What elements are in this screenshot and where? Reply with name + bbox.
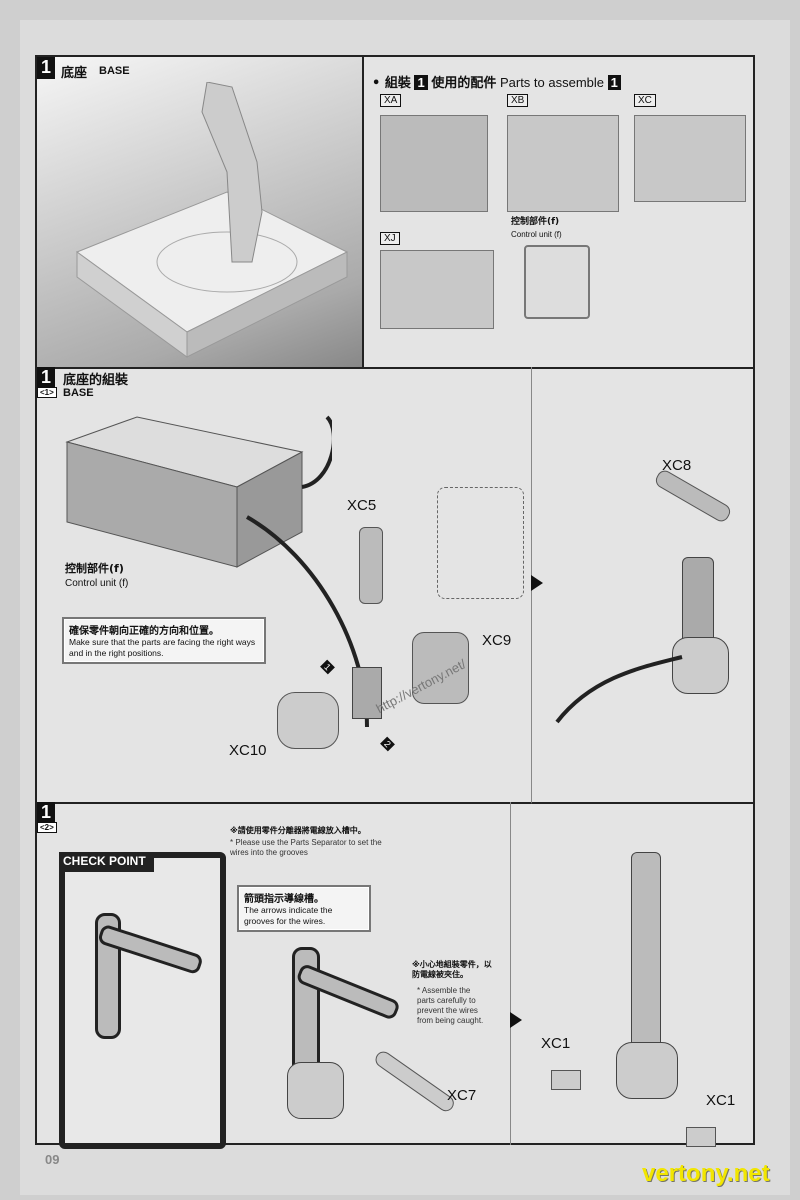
step1-panel: 1 <1> 底座的組裝 BASE 控制部件(f) Control unit (f…: [37, 367, 532, 804]
checkpoint-title: CHECK POINT: [59, 852, 154, 872]
part-xc5-image: [359, 527, 383, 604]
step-number: 1: [37, 57, 55, 79]
part-xc1-left-image: [551, 1070, 581, 1090]
part-label-xc8: XC8: [662, 457, 692, 474]
step-number: 1: [37, 367, 55, 387]
base-render-image: [75, 82, 349, 358]
control-unit-image: [524, 245, 590, 319]
grooves-callout: 箭頭指示導線槽。 The arrows indicate the grooves…: [237, 885, 371, 932]
part-xc1-right-image: [686, 1127, 716, 1147]
step-title-zh: 底座的組裝: [63, 373, 129, 388]
runner-tag-xj: XJ: [380, 232, 400, 245]
instruction-frame: 1 底座 BASE • 組裝 1 使用的配件 Parts to assemble…: [35, 55, 755, 1149]
part-xc7-image: [372, 1048, 457, 1115]
part-label-xc1-right: XC1: [706, 1092, 736, 1109]
next-arrow: [531, 575, 543, 591]
callout-text-zh: 確保零件朝向正確的方向和位置。: [69, 626, 219, 637]
section-title-zh: 底座: [61, 66, 88, 81]
part-label-xc9: XC9: [482, 632, 512, 649]
site-watermark: vertony.net: [642, 1160, 770, 1187]
arm-base-image: [287, 1062, 344, 1119]
note-caught-zh: ※小心地組裝零件，以防電線被夾住。: [412, 960, 492, 979]
step2-panel: 1 <2> ※請使用零件分離器將電線放入槽中。 * Please use the…: [37, 802, 511, 1149]
detail-inset: [437, 487, 524, 599]
callout-text-zh: 箭頭指示導線槽。: [244, 894, 324, 905]
parts-panel: • 組裝 1 使用的配件 Parts to assemble 1 XA XB X…: [364, 57, 755, 369]
note-caught-en: * Assemble the parts carefully to preven…: [417, 986, 484, 1025]
part-label-xc5: XC5: [347, 497, 377, 514]
checkpoint-box: CHECK POINT: [59, 852, 226, 1149]
parts-title: • 組裝 1 使用的配件 Parts to assemble 1: [372, 72, 621, 91]
control-unit-label-zh: 控制部件(f): [65, 562, 124, 575]
control-unit-label-en: Control unit (f): [511, 230, 562, 239]
wire-illustration: [555, 655, 683, 724]
step-arrow-2: 2: [380, 736, 395, 752]
runner-tag-xa: XA: [380, 94, 402, 107]
parts-title-step: 1: [414, 75, 428, 90]
parts-title-en: Parts to assemble: [499, 75, 605, 90]
control-unit-label-en: Control unit (f): [65, 578, 129, 589]
assembled-base-image: [672, 637, 729, 694]
note-separator-zh: ※請使用零件分離器將電線放入槽中。: [230, 826, 366, 835]
step1-result-panel: XC8: [532, 367, 755, 804]
part-xc8-image: [652, 467, 734, 525]
page-number: 09: [45, 1152, 60, 1167]
substep-label: <2>: [37, 822, 57, 833]
part-xc9-image: [412, 632, 469, 704]
assembled-base-image: [616, 1042, 678, 1099]
control-unit-label-zh: 控制部件(f): [511, 217, 560, 227]
control-unit-box-illustration: [65, 415, 332, 568]
substep-label: <1>: [37, 387, 57, 398]
step-title-en: BASE: [63, 387, 94, 399]
parts-title-step-end: 1: [607, 75, 621, 90]
step-number: 1: [37, 802, 55, 822]
part-xc10-image: [277, 692, 339, 749]
note-separator-en: * Please use the Parts Separator to set …: [230, 838, 382, 857]
runner-xb-image: [507, 115, 619, 212]
parts-title-prefix: • 組裝: [372, 76, 411, 91]
section-title-en: BASE: [99, 65, 130, 77]
parts-title-zh: 使用的配件: [431, 76, 497, 91]
step2-result-panel: XC1 XC1: [511, 802, 755, 1147]
callout-text-en: Make sure that the parts are facing the …: [69, 637, 256, 658]
runner-tag-xb: XB: [507, 94, 529, 107]
connector-image: [352, 667, 382, 719]
part-label-xc10: XC10: [229, 742, 267, 759]
callout-text-en: The arrows indicate the grooves for the …: [244, 905, 333, 926]
runner-xc-image: [634, 115, 746, 202]
next-arrow: [510, 1012, 522, 1028]
orientation-callout: 確保零件朝向正確的方向和位置。 Make sure that the parts…: [62, 617, 266, 664]
runner-tag-xc: XC: [634, 94, 656, 107]
base-overview-panel: 1 底座 BASE: [37, 57, 364, 369]
runner-xj-image: [380, 250, 494, 329]
assembled-arm-image: [631, 852, 661, 1054]
part-label-xc7: XC7: [447, 1087, 477, 1104]
part-label-xc1-left: XC1: [541, 1035, 571, 1052]
runner-xa-image: [380, 115, 488, 212]
